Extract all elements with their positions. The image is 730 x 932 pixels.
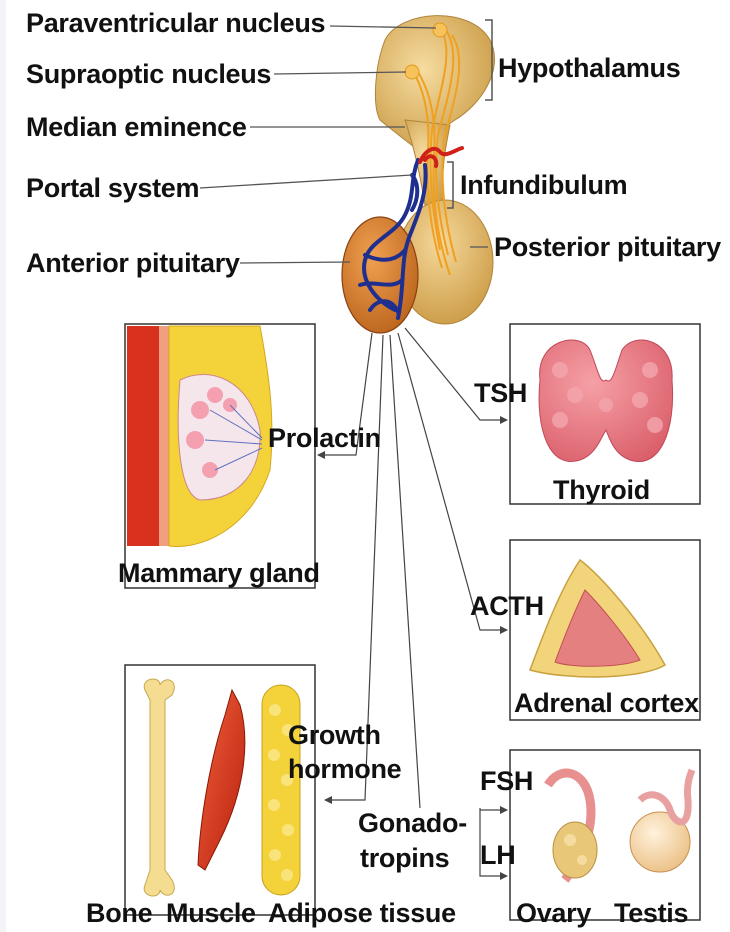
ovary-testis-box <box>510 750 700 920</box>
label-hormone: hormone <box>288 756 401 783</box>
label-adrenal-cortex: Adrenal cortex <box>514 690 699 717</box>
label-bone: Bone <box>86 900 152 927</box>
label-growth: Growth <box>288 722 381 749</box>
label-paraventricular-nucleus: Paraventricular nucleus <box>26 10 325 37</box>
label-mammary-gland: Mammary gland <box>118 560 320 587</box>
label-infundibulum: Infundibulum <box>460 172 627 199</box>
label-anterior-pituitary: Anterior pituitary <box>26 250 240 277</box>
supraoptic-nucleus-cluster <box>405 65 419 79</box>
label-supraoptic-nucleus: Supraoptic nucleus <box>26 61 271 88</box>
label-lh: LH <box>480 842 515 869</box>
label-fsh: FSH <box>480 768 533 795</box>
label-portal-system: Portal system <box>26 175 199 202</box>
label-tropins: tropins <box>360 845 449 872</box>
label-tsh: TSH <box>474 380 527 407</box>
adipose-drawing <box>262 685 300 895</box>
paraventricular-nucleus-cluster <box>433 23 447 37</box>
bone-muscle-adipose-box <box>125 665 315 915</box>
label-prolactin: Prolactin <box>268 425 381 452</box>
label-adipose-tissue: Adipose tissue <box>268 900 456 927</box>
label-ovary: Ovary <box>516 900 591 927</box>
label-muscle: Muscle <box>166 900 256 927</box>
label-hypothalamus: Hypothalamus <box>498 55 680 82</box>
label-gonado: Gonado- <box>358 810 467 837</box>
mammary-gland-box <box>125 324 315 588</box>
label-testis: Testis <box>614 900 688 927</box>
label-thyroid: Thyroid <box>553 477 650 504</box>
label-posterior-pituitary: Posterior pituitary <box>494 234 721 261</box>
label-acth: ACTH <box>470 593 544 620</box>
label-median-eminence: Median eminence <box>26 114 247 141</box>
anterior-pituitary-shape <box>342 217 418 333</box>
